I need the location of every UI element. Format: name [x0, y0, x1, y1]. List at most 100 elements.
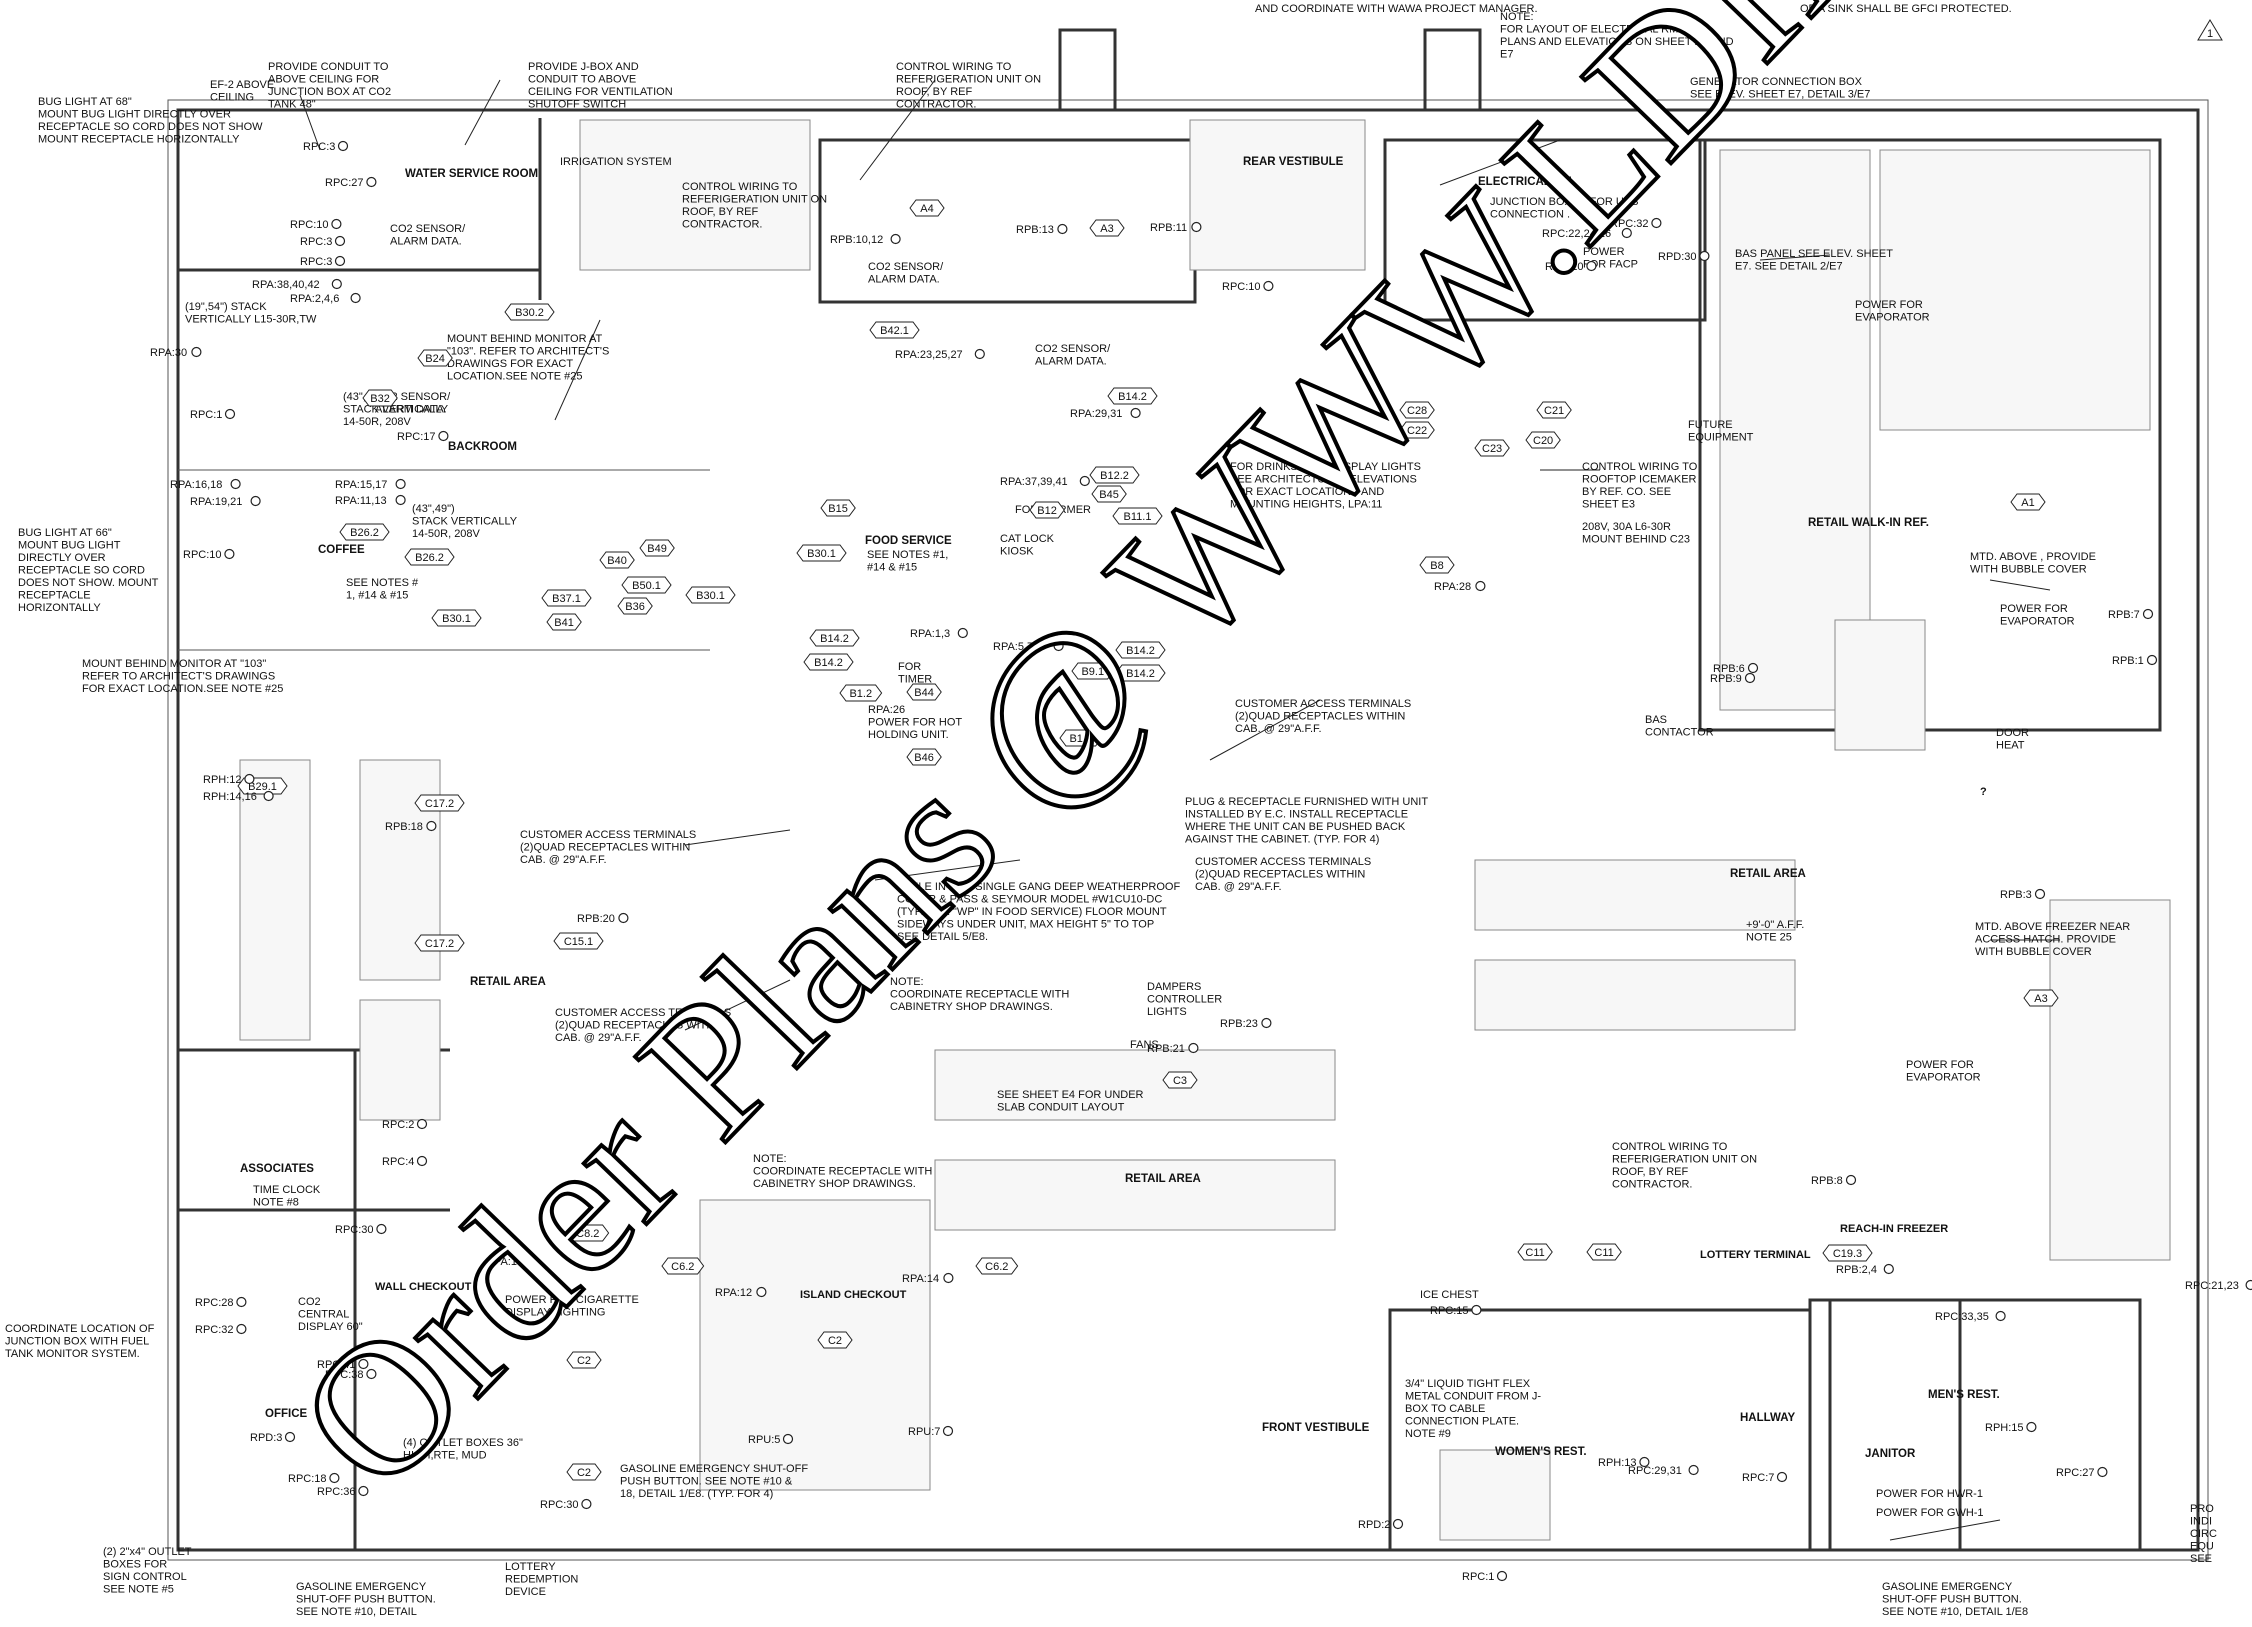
circuit-text: RPC:10 — [1222, 281, 1261, 293]
circuit-label: RPC:17 — [397, 430, 449, 443]
circuit-text: RPA:29,31 — [1070, 408, 1122, 420]
room-irrigation: IRRIGATION SYSTEM — [560, 156, 672, 168]
equipment-tag: B26.2 — [339, 523, 390, 541]
note-line: POWER FOR HOT — [868, 717, 962, 729]
note-line: POWER FOR CIGARETTE — [505, 1294, 639, 1306]
equipment-tag-label: B30.2 — [515, 307, 544, 319]
note-line: CONTROL WIRING TO — [896, 61, 1012, 73]
circuit-label: RPC:2 — [382, 1118, 428, 1131]
equipment-tag: C21 — [1536, 401, 1572, 419]
receptacle-icon — [1079, 475, 1090, 487]
note-line: CEILING FOR VENTILATION — [528, 86, 673, 98]
note-line: 3/4" LIQUID TIGHT FLEX — [1405, 1378, 1531, 1390]
note-line: CAB. @ 29"A.F.F. — [1235, 723, 1322, 735]
circuit-label: RPC:3 — [303, 140, 349, 153]
circuit-label: RPC:27 — [325, 176, 377, 189]
equipment-tag-frame — [661, 1257, 705, 1275]
circuit-text: RPC:17 — [397, 431, 436, 443]
equipment-tag-frame — [541, 589, 592, 607]
equipment-tag: B26.2 — [404, 548, 455, 566]
circuit-text: RPC:4 — [382, 1156, 414, 1168]
note-line: KIOSK — [1000, 546, 1034, 558]
note-line: SHEET E3 — [1582, 499, 1635, 511]
circuit-label: RPC:18 — [288, 1472, 340, 1485]
equipment-tag: C20 — [1525, 431, 1561, 449]
note-line: SHUT-OFF PUSH BUTTON. — [296, 1594, 436, 1606]
equipment-tag-label: C2 — [828, 1335, 842, 1347]
equipment-tag: B45 — [1091, 485, 1127, 503]
note-n-bug2: BUG LIGHT AT 66"MOUNT BUG LIGHTDIRECTLY … — [18, 527, 159, 614]
receptacle-icon — [331, 218, 342, 230]
note-n-notes14: SEE NOTES #1, #14 & #15 — [346, 577, 419, 602]
circuit-label: RPB:23 — [1220, 1017, 1272, 1030]
note-line: STACK VERTICALLY — [412, 516, 518, 528]
note-line: SEE NOTE #10, DETAIL — [296, 1606, 417, 1618]
note-line: REFERIGERATION UNIT ON — [1612, 1154, 1757, 1166]
circuit-label: RPC:29,31 — [1628, 1464, 1699, 1477]
note-line: HORIZONTALLY — [18, 602, 101, 614]
receptacle-icon — [782, 1433, 794, 1445]
room-womens: WOMEN'S REST. — [1495, 1446, 1587, 1458]
circuit-text: RPC:32 — [195, 1324, 234, 1336]
equipment-tag-frame — [817, 1331, 853, 1349]
equipment-tag: B14.2 — [1107, 387, 1158, 405]
receptacle-icon — [1688, 1464, 1699, 1476]
circuit-label: RPC:30 — [335, 1223, 387, 1236]
receptacle-icon — [1261, 1017, 1272, 1029]
circuit-text: RPB:21 — [1147, 1043, 1185, 1055]
receptacle-icon — [1057, 223, 1068, 235]
equipment-tag: A3 — [1089, 219, 1125, 237]
equipment-tag-frame — [1162, 1071, 1198, 1089]
note-line: ABOVE CEILING FOR — [268, 74, 379, 86]
equipment-tag-label: B14.2 — [814, 657, 843, 669]
equipment-tag: B50.1 — [621, 576, 672, 594]
note-line: MOUNT BUG LIGHT DIRECTLY OVER — [38, 109, 231, 121]
circuit-text: RPD:2 — [1358, 1519, 1390, 1531]
note-line: MOUNT BUG LIGHT — [18, 540, 121, 552]
note-n-cust4: CUSTOMER ACCESS TERMINALS(2)QUAD RECEPTA… — [1195, 856, 1371, 893]
room-food-service: FOOD SERVICE — [865, 535, 952, 547]
note-line: RECEPTACLE SO CORD DOES NOT SHOW — [38, 121, 263, 133]
note-line: CABINETRY SHOP DRAWINGS. — [753, 1178, 916, 1190]
room-lottery: LOTTERY TERMINAL — [1700, 1249, 1811, 1261]
equipment-tag-label: C6.2 — [985, 1261, 1008, 1273]
circuit-text: RPC:29,31 — [1628, 1465, 1682, 1477]
equipment-tag-label: B45 — [1099, 489, 1119, 501]
note-line: EVAPORATOR — [2000, 616, 2075, 628]
note-line: NOTE: — [1500, 11, 1534, 23]
equipment-tag: B12.2 — [1089, 466, 1140, 484]
circuit-label: RPC:32 — [1610, 217, 1662, 230]
equipment-tag-frame — [1115, 664, 1166, 682]
equipment-tag-frame — [339, 523, 390, 541]
circuit-label: RPC:28 — [195, 1296, 247, 1309]
equipment-tag: B44 — [906, 683, 942, 701]
equipment-tag-label: B30.1 — [696, 590, 725, 602]
note-line: 1, #14 & #15 — [346, 590, 408, 602]
circuit-label: RPH:12 — [203, 773, 255, 786]
circuit-label: RPA:19,21 — [190, 495, 261, 508]
circuit-text: RPC:33,35 — [1935, 1311, 1989, 1323]
equipment-tag-label: C8.2 — [576, 1228, 599, 1240]
tags-layer: A4A3B42.1B32B24B30.2B14.2B12.2B45B11.1B2… — [237, 199, 2059, 1481]
equipment-tag-frame — [1399, 421, 1435, 439]
note-line: RPA:26 — [868, 704, 905, 716]
receptacle-icon — [224, 548, 235, 560]
note-line: CONTROL WIRING TO — [1612, 1141, 1728, 1153]
note-line: CONNECTION . — [1490, 209, 1570, 221]
note-line: TIME CLOCK — [253, 1184, 321, 1196]
note-line: PLUG & RECEPTACLE FURNISHED WITH UNIT — [1185, 796, 1428, 808]
equipment-tag-frame — [566, 1463, 602, 1481]
equipment-tag-frame — [906, 683, 942, 701]
receptacle-icon — [890, 233, 901, 245]
equipment-tag: B42.1 — [869, 321, 920, 339]
note-line: PROVIDE J-BOX AND — [528, 61, 639, 73]
receptacle-icon — [250, 495, 261, 507]
